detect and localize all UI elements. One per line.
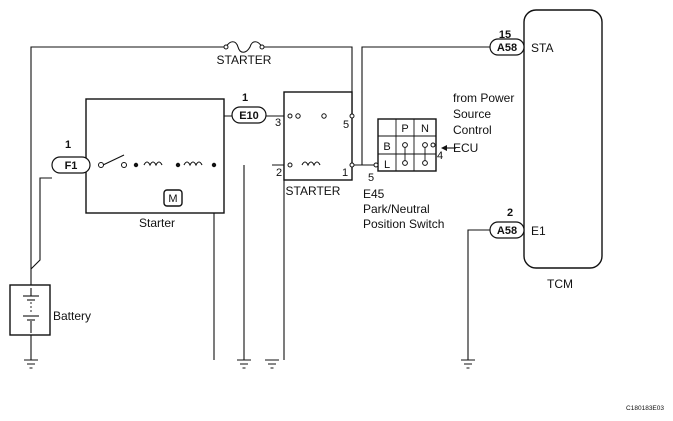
figure-id: C180183E03 [626,405,664,412]
battery-icon [23,288,39,333]
starter-block: M Starter [85,98,225,230]
connector-a58-e1-pin: 2 [507,207,513,219]
arrow-left-icon [441,145,447,151]
relay-coil-icon [301,161,321,167]
ground-icon [237,359,251,369]
motor-icon: M [163,189,183,207]
ground-icon [461,359,475,369]
pnp-pin-5: 5 [368,172,374,184]
power-source-note-1: from Power [453,91,514,105]
pnp-row-b: B [383,141,390,153]
power-source-note-3: Control [453,123,492,137]
connector-a58-sta: 15 A58 STA [489,29,553,56]
pnp-connector-id: E45 [363,187,385,201]
signal-e1: E1 [531,224,546,238]
relay-pin-1: 1 [342,167,348,179]
motor-symbol: M [168,193,177,205]
pnp-name-line1: Park/Neutral [363,202,430,216]
fuse-label: STARTER [217,53,272,67]
starter-switch-icon [102,154,125,166]
battery-block: Battery [9,284,91,336]
coil-icon [143,161,163,167]
ground-symbols [24,359,475,369]
power-source-note-2: Source [453,107,491,121]
fuse-icon [225,41,263,53]
relay-pin-5: 5 [343,119,349,131]
starter-fuse: STARTER [217,41,272,67]
starter-relay: 3 5 2 1 STARTER [275,91,355,198]
ground-icon [265,359,279,369]
connector-e10-pin: 1 [242,92,248,104]
power-source-input: from Power Source Control ECU [441,91,514,155]
connector-e10: 1 E10 [231,92,267,124]
tcm-label: TCM [547,277,573,291]
connector-f1-id: F1 [65,160,78,172]
relay-pin-3: 3 [275,117,281,129]
power-source-note-4: ECU [453,141,478,155]
signal-sta: STA [531,41,553,55]
connector-f1: 1 F1 [51,139,91,174]
connector-f1-pin: 1 [65,139,71,151]
relay-pin-2: 2 [276,167,282,179]
battery-label: Battery [53,309,91,323]
ground-icon [24,359,38,369]
connector-a58-sta-pin: 15 [499,29,511,41]
park-neutral-switch: P N B L 5 4 E45 Park/Neutral Position Sw… [363,118,444,231]
pnp-col-p: P [401,123,408,135]
connector-e10-id: E10 [239,110,259,122]
pnp-row-l: L [384,159,390,171]
connector-a58-sta-id: A58 [497,42,517,54]
coil-icon [183,161,203,167]
pnp-col-n: N [421,123,429,135]
connector-a58-e1-id: A58 [497,225,517,237]
starter-label: Starter [139,216,175,230]
relay-label: STARTER [286,184,341,198]
pnp-name-line2: Position Switch [363,217,444,231]
pnp-pin-4: 4 [437,150,443,162]
tcm-block: TCM [523,9,603,291]
connector-a58-e1: 2 A58 E1 [489,207,546,239]
